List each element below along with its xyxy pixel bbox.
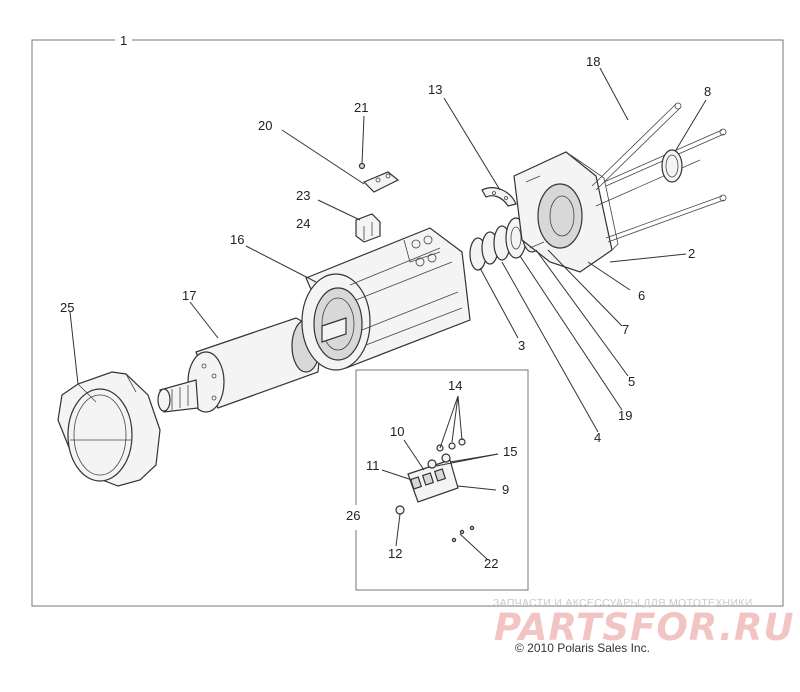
callout-19: 19 [618,408,632,423]
clip-part [362,171,400,193]
drive-end-housing-part [513,151,619,273]
brush-holder-bracket-part [481,187,517,207]
callout-15: 15 [503,444,517,459]
callout-14: 14 [448,378,462,393]
callout-9: 9 [502,482,509,497]
terminal-block-part [355,213,381,243]
callout-20: 20 [258,118,272,133]
callout-23: 23 [296,188,310,203]
callout-12: 12 [388,546,402,561]
callout-17: 17 [182,288,196,303]
callout-8: 8 [704,84,711,99]
callout-18: 18 [586,54,600,69]
callout-7: 7 [622,322,629,337]
callout-5: 5 [628,374,635,389]
watermark-logo: PARTSFOR.RU [494,606,795,649]
leader-lines [69,67,707,561]
end-cap-part [57,371,161,487]
callout-10: 10 [390,424,404,439]
callout-24: 24 [296,216,310,231]
callout-4: 4 [594,430,601,445]
callout-21: 21 [354,100,368,115]
callout-26: 26 [346,508,360,523]
callout-labels: 1 2 3 4 5 6 7 8 9 10 11 12 13 14 15 16 1… [60,33,711,571]
callout-25: 25 [60,300,74,315]
callout-22: 22 [484,556,498,571]
brush-kit-frame [355,369,529,591]
through-bolts-part [591,102,727,243]
stator-housing-part [301,227,471,371]
callout-16: 16 [230,232,244,247]
assembly-frame [31,39,784,607]
copyright-notice: © 2010 Polaris Sales Inc. [515,641,650,655]
watermark-tagline: ЗАПЧАСТИ И АКСЕССУАРЫ ДЛЯ МОТОТЕХНИКИ [493,597,753,609]
callout-13: 13 [428,82,442,97]
callout-6: 6 [638,288,645,303]
callout-1: 1 [120,33,127,48]
armature-part [157,317,323,413]
callout-2: 2 [688,246,695,261]
o-ring-part [661,149,683,183]
brush-kit-parts [395,438,475,543]
callout-11: 11 [366,458,380,473]
callout-3: 3 [518,338,525,353]
screw-part [358,162,366,170]
